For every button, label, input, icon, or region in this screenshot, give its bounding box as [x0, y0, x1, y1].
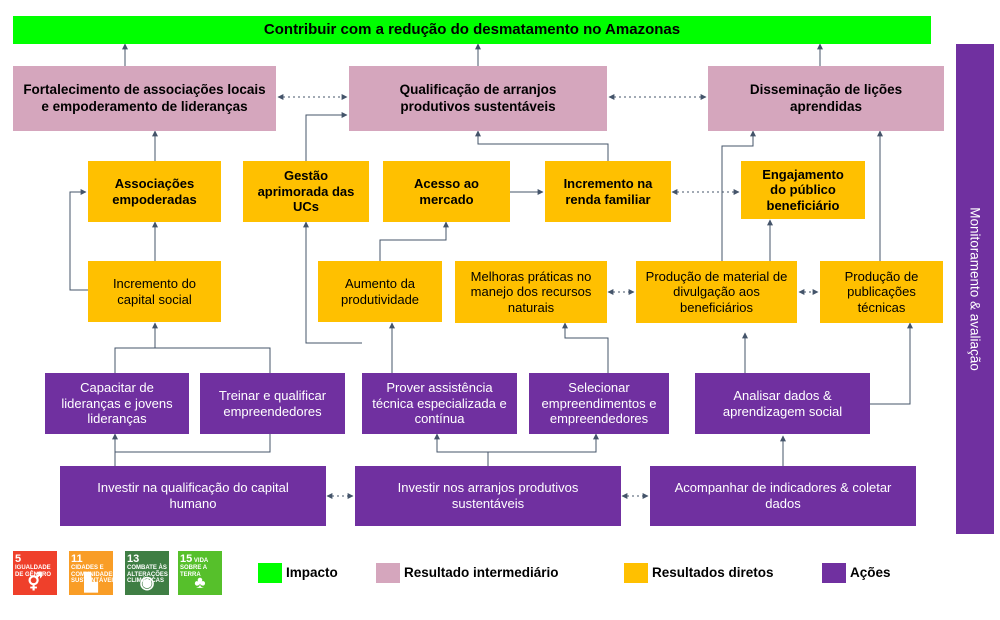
- legend-swatch-impact: [258, 563, 282, 583]
- arrow-income-to-arrangements: [475, 130, 609, 161]
- monitoring-label: Monitoramento & avaliação: [967, 207, 983, 371]
- sdg-5-icon: 5 IGUALDADE DE GÊNERO ⚥: [13, 551, 57, 595]
- arrow-invest-human-to-actions: [114, 434, 271, 466]
- action-invest-human-capital: Investir na qualificação do capital huma…: [60, 466, 326, 526]
- monitoring-side-bar: Monitoramento & avaliação: [956, 44, 994, 534]
- arrow-assistance-to-uc: [303, 221, 362, 344]
- direct-engagement: Engajamento do público beneficiário: [741, 161, 865, 219]
- direct-better-practices: Melhoras práticas no manejo dos recursos…: [455, 261, 607, 323]
- arrow-select-to-practices: [562, 322, 609, 373]
- action-technical-assistance: Prover assistência técnica especializada…: [362, 373, 517, 434]
- legend-direct: Resultados diretos: [652, 565, 774, 580]
- eye-globe-icon: ◉: [139, 573, 155, 593]
- action-analyze-data: Analisar dados & aprendizagem social: [695, 373, 870, 434]
- arrow-productivity-to-market: [379, 221, 449, 261]
- arrow-outreach-to-lessons: [721, 130, 756, 261]
- sdg-11-icon: 11 CIDADES E COMUNIDADES SUSTENTÁVEIS ▙: [69, 551, 117, 595]
- direct-technical-publications: Produção de publicações técnicas: [820, 261, 943, 323]
- sdg-13-icon: 13 COMBATE ÀS ALTERAÇÕES CLIMÁTICAS ◉: [125, 551, 169, 595]
- action-invest-arrangements: Investir nos arranjos produtivos sustent…: [355, 466, 621, 526]
- action-train-entrepreneurs: Treinar e qualificar empreendedores: [200, 373, 345, 434]
- gender-symbol-icon: ⚥: [27, 573, 43, 593]
- arrow-uc-to-arrangements: [305, 112, 348, 161]
- direct-uc-management: Gestão aprimorada das UCs: [243, 161, 369, 222]
- arrow-socialcapital-to-empowered-side: [69, 189, 88, 291]
- legend-swatch-direct: [624, 563, 648, 583]
- direct-associations-empowered: Associações empoderadas: [88, 161, 221, 222]
- buildings-icon: ▙: [84, 573, 98, 593]
- legend-swatch-actions: [822, 563, 846, 583]
- tree-bird-icon: ♣: [194, 573, 206, 593]
- arrow-invest-arr-to-select: [488, 433, 599, 453]
- direct-outreach-material: Produção de material de divulgação aos b…: [636, 261, 797, 323]
- impact-box: Contribuir com a redução do desmatamento…: [13, 16, 931, 44]
- intermediate-arrangements: Qualificação de arranjos produtivos sust…: [349, 66, 607, 131]
- intermediate-lessons: Disseminação de lições aprendidas: [708, 66, 944, 131]
- arrow-analyze-to-publications: [870, 322, 913, 405]
- legend-swatch-intermediate: [376, 563, 400, 583]
- action-track-indicators: Acompanhar de indicadores & coletar dado…: [650, 466, 916, 526]
- direct-productivity: Aumento da produtividade: [318, 261, 442, 322]
- direct-social-capital: Incremento do capital social: [88, 261, 221, 322]
- sdg-15-icon: 15 VIDA SOBRE A TERRA ♣: [178, 551, 222, 595]
- direct-market-access: Acesso ao mercado: [383, 161, 510, 222]
- direct-family-income: Incremento na renda familiar: [545, 161, 671, 222]
- intermediate-associations: Fortalecimento de associações locais e e…: [13, 66, 276, 131]
- action-train-leaders: Capacitar de lideranças e jovens lideran…: [45, 373, 189, 434]
- legend-impact: Impacto: [286, 565, 338, 580]
- legend-intermediate: Resultado intermediário: [404, 565, 559, 580]
- arrow-training-to-socialcapital: [114, 347, 271, 373]
- arrow-invest-arr-to-actions: [434, 433, 489, 466]
- legend-actions: Ações: [850, 565, 891, 580]
- action-select-enterprises: Selecionar empreendimentos e empreendedo…: [529, 373, 669, 434]
